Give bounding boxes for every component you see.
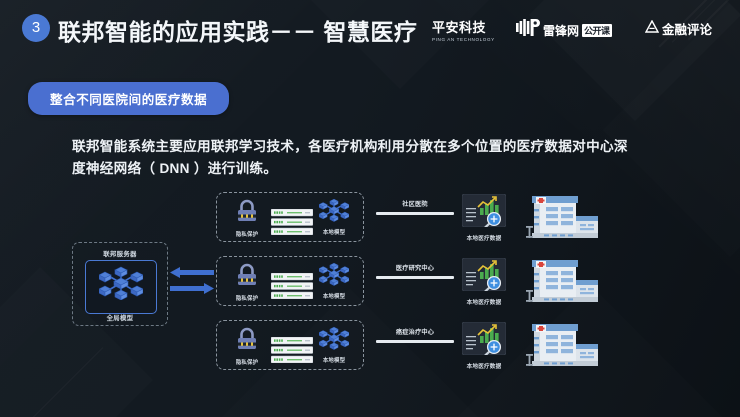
client-node-2: 隐私保护 [216,320,364,370]
chart-magnifier-icon [461,193,507,231]
server-rack-icon [270,336,314,368]
hospital-building-icon [524,196,604,244]
connector-label-2: 癌症治疗中心 [395,329,435,336]
privacy-label-0: 隐私保护 [235,232,259,238]
privacy-lock-1: 隐私保护 [227,262,267,302]
connector-line-1 [376,276,454,279]
server-rack-icon [270,272,314,304]
lock-icon [234,199,260,228]
jinrong-logo-cn: 金融评论 [662,23,713,37]
bidirectional-arrows-icon [170,267,214,302]
connector-label-1: 医疗研究中心 [395,265,435,272]
snowflake-network-icon [318,262,350,290]
facility-0 [524,190,604,245]
snowflake-network-icon [86,266,156,305]
federated-server-title: 联邦服务器 [103,251,137,258]
local-model-label-2: 本地模型 [322,358,346,364]
body-paragraph: 联邦智能系统主要应用联邦学习技术，各医疗机构利用分散在多个位置的医疗数据对中心深… [72,139,628,176]
local-data-0: 本地医疗数据 [457,193,511,242]
chart-magnifier-icon [461,257,507,295]
local-data-1: 本地医疗数据 [457,257,511,306]
connector-line-0 [376,212,454,215]
federated-learning-diagram: 联邦服务器 [0,188,740,398]
connector-label-0: 社区医院 [402,201,428,208]
local-data-label-0: 本地医疗数据 [466,236,502,242]
hospital-building-icon [524,260,604,308]
privacy-label-2: 隐私保护 [235,360,259,366]
local-model-0: 本地模型 [313,198,355,236]
local-model-label-1: 本地模型 [322,294,346,300]
slide-number-badge: 3 [22,14,50,42]
jinrong-logo: 金融评论 [644,19,713,38]
pingan-logo: 平安科技 PING AN TECHNOLOGY [432,17,495,42]
leifeng-logo: 雷锋网 公开课 [516,19,612,41]
pingan-logo-cn: 平安科技 [432,20,487,35]
leifeng-logo-badge: 公开课 [582,23,612,37]
leifeng-logo-icon [516,19,540,41]
local-data-label-1: 本地医疗数据 [466,300,502,306]
global-model-card [85,260,157,314]
hospital-building-icon [524,324,604,372]
chart-magnifier-icon [461,321,507,359]
lock-icon [234,327,260,356]
federated-server-group: 联邦服务器 [72,242,168,326]
section-badge: 整合不同医院间的医疗数据 [28,82,230,115]
privacy-lock-2: 隐私保护 [227,326,267,366]
connector-line-2 [376,340,454,343]
snowflake-network-icon [318,198,350,226]
server-rack-icon [270,208,314,240]
client-node-1: 隐私保护 [216,256,364,306]
privacy-lock-0: 隐私保护 [227,198,267,238]
slide-header: 3 联邦智能的应用实践－－ 智慧医疗 平安科技 PING AN TECHNOLO… [0,0,740,56]
leifeng-logo-cn: 雷锋网 [543,23,580,38]
lock-icon [234,263,260,292]
local-data-label-2: 本地医疗数据 [466,364,502,370]
local-data-2: 本地医疗数据 [457,321,511,370]
local-model-2: 本地模型 [313,326,355,364]
privacy-label-1: 隐私保护 [235,296,259,302]
local-model-1: 本地模型 [313,262,355,300]
facility-1 [524,254,604,309]
pingan-logo-en: PING AN TECHNOLOGY [432,37,495,42]
triangle-icon [644,19,660,38]
local-model-label-0: 本地模型 [322,230,346,236]
global-model-label: 全局模型 [106,315,134,322]
client-node-0: 隐私保护 [216,192,364,242]
snowflake-network-icon [318,326,350,354]
facility-2 [524,318,604,373]
page-title: 联邦智能的应用实践－－ 智慧医疗 [58,19,418,45]
